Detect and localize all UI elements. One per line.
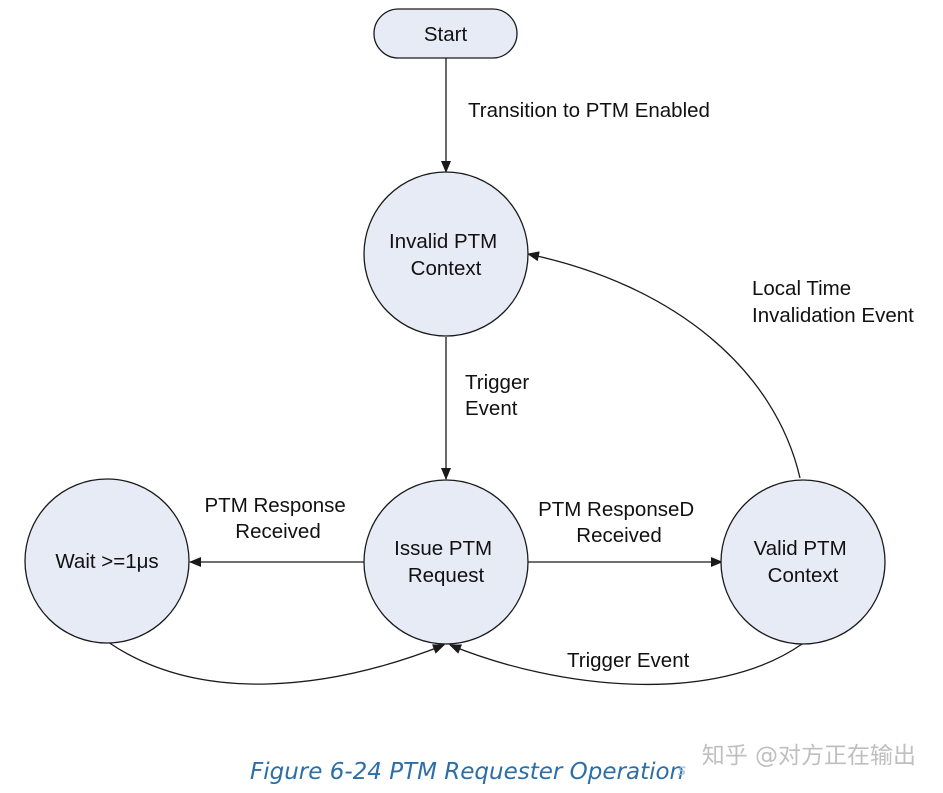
watermark-text: 知乎 @对方正在输出 [702, 743, 916, 769]
node-issue-ptm-request-shape [363, 479, 529, 645]
figure-caption-mark: s [678, 761, 686, 779]
node-wait-shape [24, 478, 190, 644]
edge-valid-to-invalid [527, 251, 801, 479]
node-start-label: Start [424, 23, 468, 46]
edge-valid-to-issue [449, 643, 803, 686]
node-start-shape [373, 8, 518, 59]
node-valid-ptm-context-label: Valid PTM Context [754, 537, 853, 587]
node-invalid-ptm-context-label: Invalid PTM Context [389, 230, 503, 280]
edge-label-local-time-invalidation: Local Time Invalidation Event [752, 277, 914, 327]
edge-label-transition-to-ptm-enabled: Transition to PTM Enabled [468, 99, 710, 122]
node-valid-ptm-context-shape [720, 479, 886, 645]
figure-caption: Figure 6-24 PTM Requester Operation [250, 759, 684, 785]
edge-label-ptm-response-received: PTM Response Received [205, 494, 352, 543]
edge-wait-to-issue [107, 641, 445, 685]
edge-label-trigger-event-bottom: Trigger Event [567, 649, 690, 672]
edge-label-trigger-event-vertical: Trigger Event [465, 371, 535, 420]
edge-label-ptm-responsed-received: PTM ResponseD Received [538, 498, 700, 547]
node-wait-label: Wait >=1μs [55, 550, 158, 573]
node-invalid-ptm-context-shape [363, 171, 529, 337]
node-issue-ptm-request-label: Issue PTM Request [394, 537, 498, 587]
